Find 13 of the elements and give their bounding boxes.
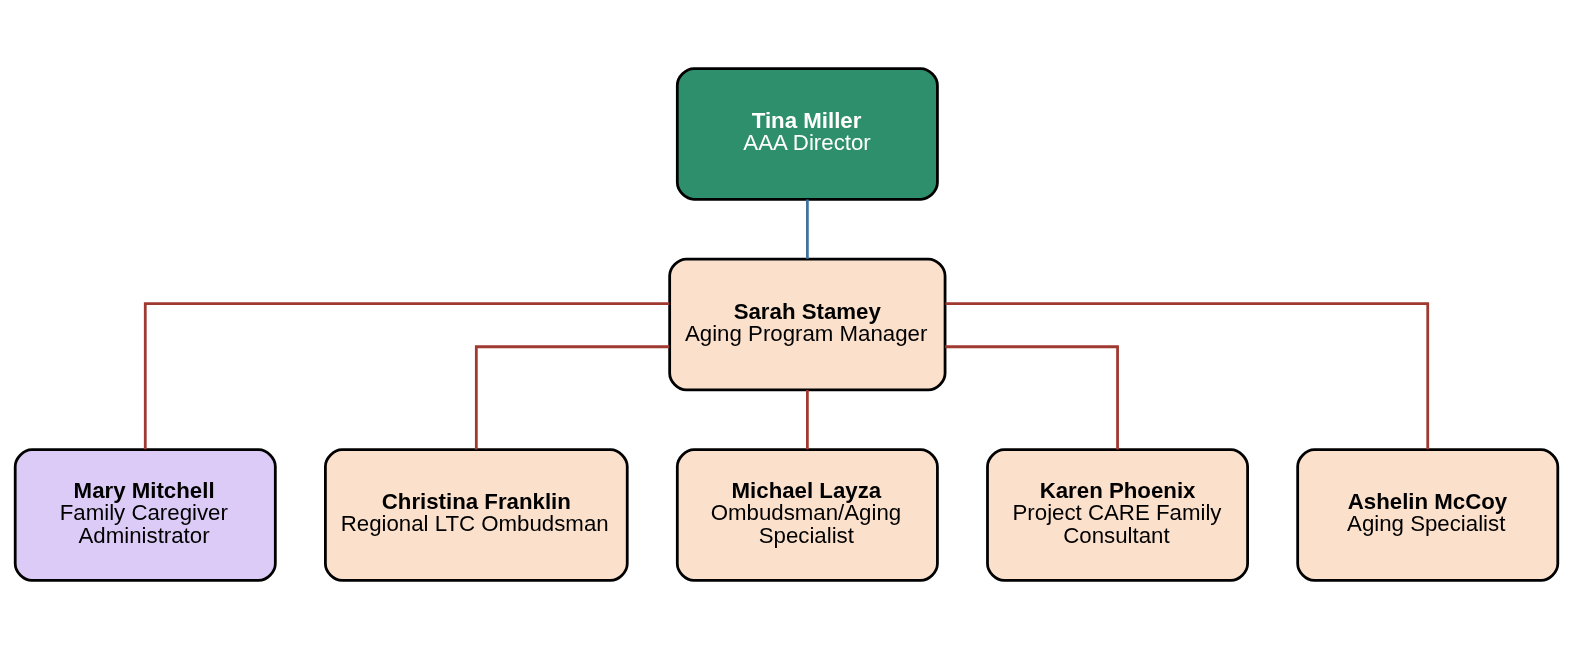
node-box: Sarah Stamey Aging Program Manager — [667, 257, 946, 392]
node-box: Tina Miller AAA Director — [675, 67, 939, 201]
connector — [944, 345, 1119, 450]
node-box: Mary Mitchell Family Caregiver Administrator — [13, 448, 277, 582]
node-box: Michael Layza Ombudsman/Aging Specialist — [675, 448, 939, 582]
node-box: Karen Phoenix Project CARE Family Consultant — [985, 448, 1249, 582]
connector — [143, 302, 669, 450]
connector — [805, 390, 809, 450]
connector — [944, 302, 1429, 450]
connector — [474, 345, 669, 450]
node-box: Christina Franklin Regional LTC Ombudsman — [323, 448, 629, 582]
connector — [805, 199, 809, 259]
node-box: Ashelin McCoy Aging Specialist — [1295, 448, 1559, 582]
